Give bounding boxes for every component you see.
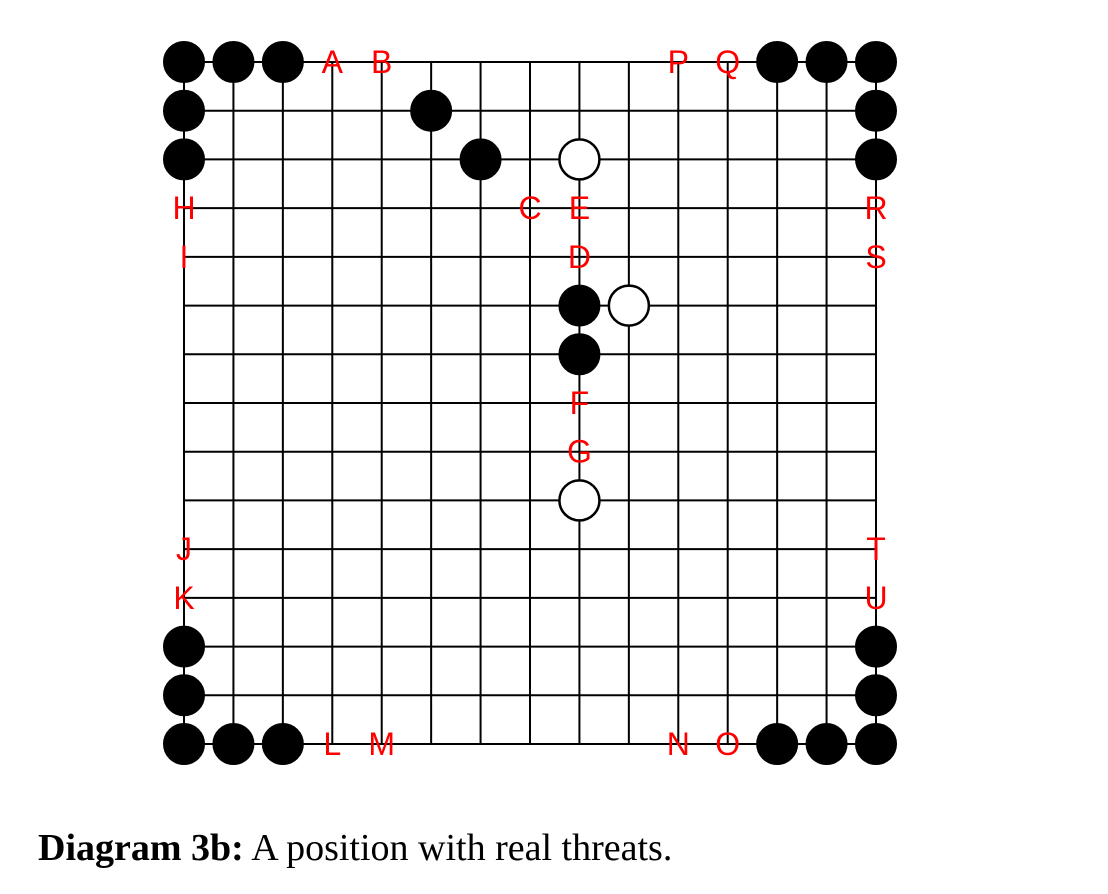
point-label-h: H <box>172 190 195 226</box>
black-stone <box>805 41 848 83</box>
black-stone <box>261 41 304 83</box>
point-label-k: K <box>173 580 194 616</box>
black-stone <box>855 674 897 717</box>
point-label-i: I <box>180 239 189 275</box>
black-stone <box>855 41 897 83</box>
white-stone <box>607 284 651 327</box>
black-stone <box>163 723 205 765</box>
point-label-m: M <box>368 726 395 762</box>
point-label-t: T <box>866 531 886 567</box>
point-label-d: D <box>568 239 591 275</box>
black-stone <box>855 89 897 132</box>
caption-text: A position with real threats. <box>251 827 673 869</box>
white-stone <box>558 479 601 522</box>
point-label-o: O <box>715 726 740 762</box>
black-stone <box>855 625 897 668</box>
black-stone <box>756 723 799 765</box>
point-label-s: S <box>865 239 886 275</box>
point-label-g: G <box>567 434 592 470</box>
black-stone <box>163 138 205 181</box>
black-stone <box>261 723 304 765</box>
point-label-l: L <box>323 726 341 762</box>
white-stone <box>558 138 601 181</box>
black-stone <box>212 723 255 765</box>
black-stone <box>163 41 205 83</box>
black-stone <box>163 625 205 668</box>
black-stone <box>558 284 601 327</box>
point-label-j: J <box>176 531 192 567</box>
caption-label: Diagram 3b: <box>38 827 244 869</box>
board-grid <box>183 61 877 745</box>
point-label-c: C <box>518 190 541 226</box>
black-stone <box>410 89 453 132</box>
diagram-caption: Diagram 3b: A position with real threats… <box>38 826 672 870</box>
black-stone <box>855 138 897 181</box>
black-stone <box>756 41 799 83</box>
black-stone <box>459 138 502 181</box>
point-label-u: U <box>864 580 887 616</box>
black-stone <box>212 41 255 83</box>
black-stone <box>855 723 897 765</box>
board-stones <box>163 41 897 765</box>
black-stone <box>163 89 205 132</box>
black-stone <box>805 723 848 765</box>
point-label-q: Q <box>715 44 740 80</box>
point-label-f: F <box>570 385 590 421</box>
black-stone <box>163 674 205 717</box>
point-label-p: P <box>668 44 689 80</box>
point-label-e: E <box>569 190 590 226</box>
black-stone <box>558 333 601 376</box>
point-label-r: R <box>864 190 887 226</box>
point-label-a: A <box>322 44 344 80</box>
point-label-n: N <box>667 726 690 762</box>
point-label-b: B <box>371 44 392 80</box>
